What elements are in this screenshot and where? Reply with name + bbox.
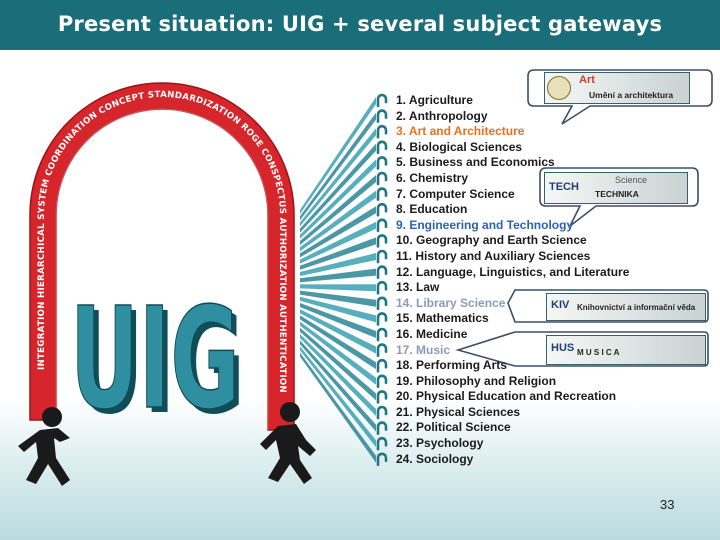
subject-item: 11. History and Auxiliary Sciences bbox=[396, 248, 591, 263]
hook-icon bbox=[376, 265, 388, 279]
connection-ray bbox=[300, 143, 376, 233]
subject-item: 18. Performing Arts bbox=[396, 358, 507, 373]
connection-ray bbox=[300, 340, 376, 432]
title-bar bbox=[0, 0, 720, 50]
subject-item: 16. Medicine bbox=[396, 326, 468, 341]
hus-logo-subtitle: M U S I C A bbox=[577, 348, 620, 357]
subject-item: 24. Sociology bbox=[396, 451, 474, 466]
connection-ray bbox=[300, 253, 376, 276]
svg-text:UIG: UIG bbox=[75, 283, 245, 446]
connection-ray bbox=[300, 97, 376, 214]
connection-ray bbox=[300, 284, 376, 292]
subject-item: 15. Mathematics bbox=[396, 311, 489, 326]
connection-ray bbox=[300, 303, 376, 338]
connection-ray bbox=[300, 159, 376, 239]
subject-item: 10. Geography and Earth Science bbox=[396, 233, 587, 248]
subject-item: 13. Law bbox=[396, 280, 440, 295]
art-emblem-icon bbox=[547, 76, 571, 100]
subject-item: 19. Philosophy and Religion bbox=[396, 373, 557, 388]
kiv-logo-subtitle: Knihovnictví a informační věda bbox=[577, 303, 696, 312]
hus-logo-mark: HUS bbox=[551, 342, 575, 354]
hook-icon bbox=[376, 405, 388, 420]
hook-icon bbox=[376, 343, 388, 357]
subject-item: 4. Biological Sciences bbox=[396, 139, 523, 154]
subject-item: 23. Psychology bbox=[396, 436, 484, 451]
connection-ray bbox=[300, 315, 376, 370]
connection-ray bbox=[300, 346, 376, 448]
connection-ray bbox=[300, 128, 376, 227]
hook-icon bbox=[376, 358, 388, 373]
subject-item: 2. Anthropology bbox=[396, 108, 488, 123]
uig-logo-text: UIG bbox=[70, 278, 240, 441]
tech-logo-science: Science bbox=[615, 175, 648, 185]
hook-icon bbox=[376, 436, 388, 451]
connection-ray bbox=[300, 327, 376, 401]
hook-icon bbox=[376, 280, 388, 295]
subject-item: 14. Library Science bbox=[396, 295, 506, 310]
hook-icon bbox=[376, 156, 388, 170]
subject-item: 3. Art and Architecture bbox=[396, 124, 525, 139]
hook-icon bbox=[376, 249, 388, 264]
kiv-gateway-logo: KIV Knihovnictví a informační věda bbox=[546, 293, 706, 321]
connection-ray bbox=[300, 352, 376, 463]
connection-ray bbox=[300, 206, 376, 258]
walking-figure-right bbox=[260, 402, 316, 484]
subject-item: 7. Computer Science bbox=[396, 186, 515, 201]
hook-icon bbox=[376, 452, 388, 467]
connection-ray bbox=[300, 321, 376, 385]
connection-ray bbox=[300, 221, 376, 264]
walking-figure-left bbox=[18, 407, 70, 486]
hook-icon bbox=[376, 187, 388, 201]
subject-item: 22. Political Science bbox=[396, 420, 511, 435]
subject-item: 6. Chemistry bbox=[396, 170, 469, 185]
hook-icon bbox=[376, 202, 388, 217]
hook-icon bbox=[376, 109, 388, 123]
hook-icon bbox=[376, 93, 388, 108]
subject-item: 20. Physical Education and Recreation bbox=[396, 389, 617, 404]
hook-icon bbox=[376, 218, 388, 233]
uig-logo: UIG UIG bbox=[69, 277, 245, 446]
connection-ray bbox=[300, 290, 376, 307]
subject-item: 8. Education bbox=[396, 202, 468, 217]
hook-icon bbox=[376, 234, 388, 248]
hus-gateway-logo: HUS M U S I C A bbox=[546, 335, 706, 365]
hook-icon bbox=[376, 327, 388, 342]
connection-ray bbox=[300, 112, 376, 221]
subject-item: 21. Physical Sciences bbox=[396, 404, 521, 419]
connection-ray bbox=[300, 334, 376, 416]
hook-icon bbox=[376, 312, 388, 326]
art-logo-title: Art bbox=[579, 74, 595, 86]
subject-item: 17. Music bbox=[396, 342, 451, 357]
art-logo-subtitle: Umění a architektura bbox=[589, 90, 674, 100]
subject-item: 1. Agriculture bbox=[396, 93, 473, 107]
hook-column bbox=[376, 93, 388, 467]
connection-rays bbox=[300, 97, 376, 463]
hook-icon bbox=[376, 374, 388, 389]
connection-ray bbox=[300, 296, 376, 323]
hook-icon bbox=[376, 296, 388, 311]
hook-icon bbox=[376, 124, 388, 139]
subject-item: 5. Business and Economics bbox=[396, 155, 555, 170]
hook-icon bbox=[376, 421, 388, 435]
subject-item: 12. Language, Linguistics, and Literatur… bbox=[396, 264, 630, 279]
kiv-logo-mark: KIV bbox=[551, 299, 570, 311]
hook-icon bbox=[376, 390, 388, 404]
tech-logo-subtitle: TECHNIKA bbox=[595, 189, 639, 199]
connection-ray bbox=[300, 309, 376, 354]
slide-number: 33 bbox=[660, 497, 675, 512]
slide-title: Present situation: UIG + several subject… bbox=[57, 12, 663, 36]
hook-icon bbox=[376, 140, 388, 155]
connection-ray bbox=[300, 237, 376, 270]
hook-icon bbox=[376, 171, 388, 186]
tech-gateway-logo: TECH Science TECHNIKA bbox=[544, 172, 688, 204]
connection-ray bbox=[300, 175, 376, 245]
connection-ray bbox=[300, 190, 376, 252]
connection-ray bbox=[300, 268, 376, 283]
art-gateway-logo: Art Umění a architektura bbox=[544, 72, 690, 104]
subject-item: 9. Engineering and Technology bbox=[396, 217, 574, 232]
tech-logo-mark: TECH bbox=[549, 181, 579, 193]
